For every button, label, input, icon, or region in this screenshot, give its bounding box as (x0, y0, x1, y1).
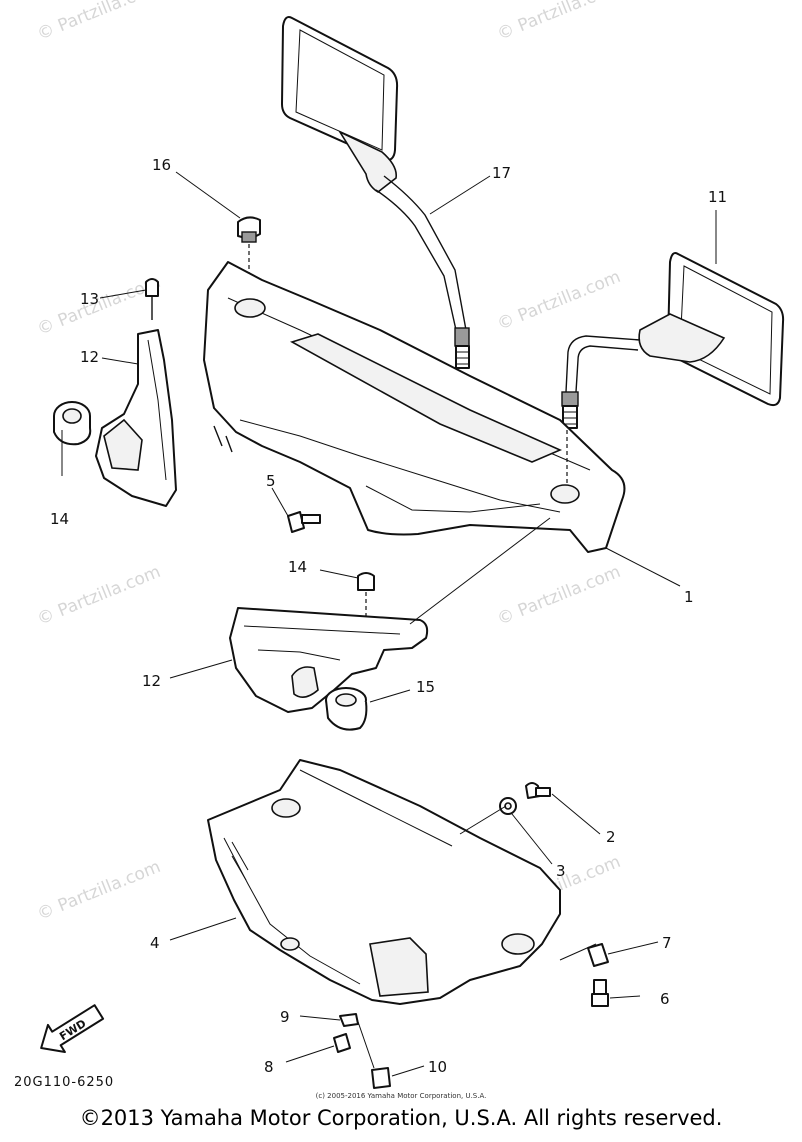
callout-12: 12 (142, 672, 161, 690)
clip-9 (339, 1013, 359, 1027)
watermark: © Partzilla.com (34, 857, 163, 925)
callout-14-lower: 14 (288, 558, 307, 576)
callout-15-lower: 15 (416, 678, 435, 696)
callout-1: 1 (684, 588, 694, 606)
watermark: © Partzilla.com (34, 562, 163, 630)
callout-17: 17 (492, 164, 511, 182)
watermark: © Partzilla.com (34, 0, 163, 45)
grommet-15-upper (53, 401, 92, 446)
callout-9: 9 (280, 1008, 290, 1026)
callout-15-upper: 14 (50, 510, 69, 528)
mirror-left (281, 16, 470, 369)
screw-5 (287, 511, 321, 533)
screw-8 (333, 1033, 351, 1053)
screw-6 (591, 979, 609, 1007)
callout-2: 2 (606, 828, 616, 846)
callout-5: 5 (266, 472, 276, 490)
copyright-notice: ©2013 Yamaha Motor Corporation, U.S.A. A… (79, 1106, 723, 1130)
callout-4: 4 (150, 934, 160, 952)
watermark: © Partzilla.com (494, 0, 623, 45)
callout-11: 11 (708, 188, 727, 206)
callout-10: 10 (428, 1058, 447, 1076)
callout-16: 16 (152, 156, 171, 174)
callout-labels: 16 17 11 13 12 14 5 14 1 12 15 2 3 4 7 6… (50, 156, 727, 1076)
watermark: © Partzilla.com (494, 562, 623, 630)
callout-13: 12 (80, 348, 99, 366)
callout-6: 6 (660, 990, 670, 1008)
screw-14-upper (145, 278, 159, 320)
callout-8: 8 (264, 1058, 274, 1076)
callout-3: 3 (556, 862, 566, 880)
callout-14-upper: 13 (80, 290, 99, 308)
leader-lines (61, 171, 717, 1077)
washer-3 (499, 797, 517, 815)
side-cover-13 (95, 329, 177, 507)
diagram-code: 20G110-6250 (14, 1075, 114, 1090)
lower-cowl (207, 759, 561, 1005)
grommet-15-lower (325, 687, 368, 731)
callout-7: 7 (662, 934, 672, 952)
nut-7 (587, 943, 609, 967)
watermark: © Partzilla.com (494, 267, 623, 335)
screw-2 (525, 782, 551, 799)
handlebar-cover (203, 261, 626, 553)
side-cover-12 (229, 607, 429, 713)
mirror-right (561, 252, 785, 429)
nut-10 (371, 1067, 391, 1089)
small-copyright: (c) 2005-2016 Yamaha Motor Corporation, … (315, 1092, 487, 1100)
fwd-arrow: FWD (40, 1004, 105, 1054)
